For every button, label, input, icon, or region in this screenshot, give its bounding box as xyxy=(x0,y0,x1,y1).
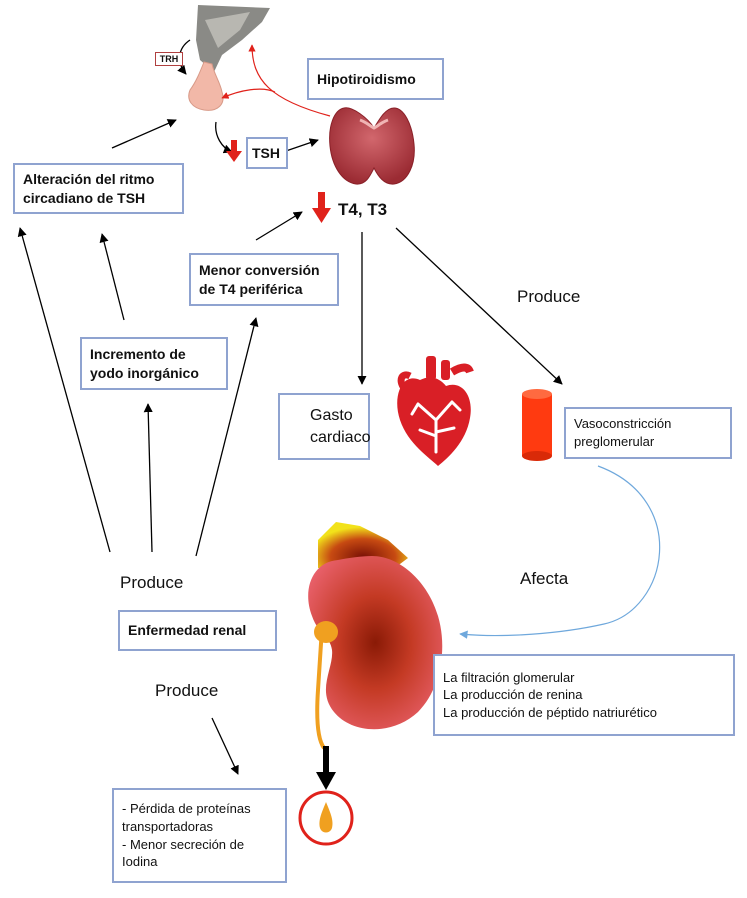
t4-t3-label: T4, T3 xyxy=(338,200,388,219)
incremento-yodo-box: Incremento de yodo inorgánico xyxy=(80,337,228,390)
efectos-renales-box: La filtración glomerular La producción d… xyxy=(433,654,735,736)
hipotiroidismo-box: Hipotiroidismo xyxy=(307,58,444,100)
perdidas-box: - Pérdida de proteínas transportadoras -… xyxy=(112,788,287,883)
thyroid-icon xyxy=(329,107,415,185)
produce-label-left: Produce xyxy=(120,573,184,592)
produce-label-right: Produce xyxy=(517,287,581,306)
urine-drop-icon xyxy=(298,746,354,846)
produce-label-lower: Produce xyxy=(155,681,219,700)
decrease-arrow-icon xyxy=(226,140,242,162)
enfermedad-renal-box: Enfermedad renal xyxy=(118,610,277,651)
menor-conversion-box: Menor conversión de T4 periférica xyxy=(189,253,339,306)
trh-label: TRH xyxy=(155,52,183,66)
afecta-label: Afecta xyxy=(520,569,569,588)
alteracion-ritmo-box: Alteración del ritmo circadiano de TSH xyxy=(13,163,184,214)
decrease-arrow-icon xyxy=(312,192,331,223)
vasoconstriccion-box: Vasoconstricción preglomerular xyxy=(564,407,732,459)
kidney-icon xyxy=(308,522,443,750)
gasto-cardiaco-box: Gasto cardiaco xyxy=(278,393,370,460)
blood-vessel-icon xyxy=(522,389,552,461)
pituitary-icon xyxy=(188,5,270,111)
heart-icon xyxy=(397,356,474,466)
tsh-box: TSH xyxy=(246,137,288,169)
